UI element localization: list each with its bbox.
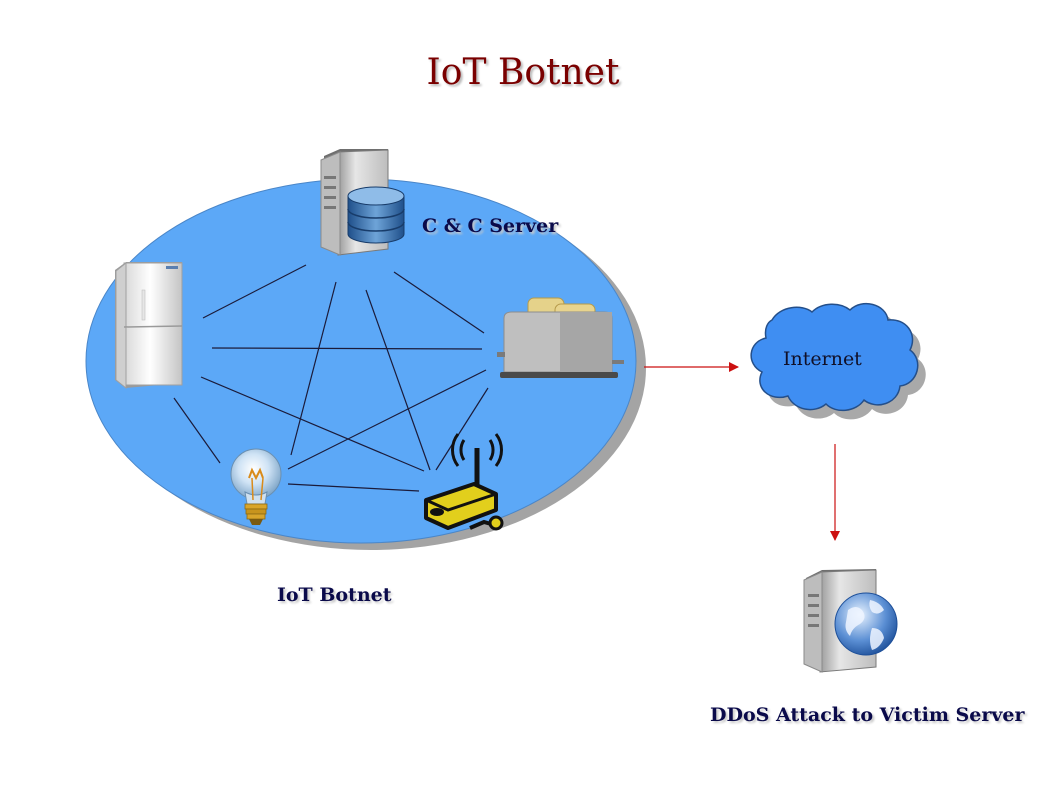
light-bulb-icon	[230, 448, 282, 525]
refrigerator-icon	[115, 261, 183, 390]
internet-label: Internet	[783, 348, 862, 370]
botnet-connections	[173, 264, 489, 492]
web-server-globe-icon	[803, 569, 898, 673]
victim-server-label: DDoS Attack to Victim Server	[710, 704, 1025, 726]
wifi-router-icon	[424, 433, 504, 531]
internet-cloud-icon	[750, 302, 926, 420]
botnet-label: IoT Botnet	[277, 584, 392, 606]
toaster-icon	[497, 297, 624, 378]
diagram-title: IoT Botnet	[426, 52, 620, 93]
cc-server-label: C & C Server	[422, 215, 559, 237]
server-database-icon	[320, 149, 405, 256]
